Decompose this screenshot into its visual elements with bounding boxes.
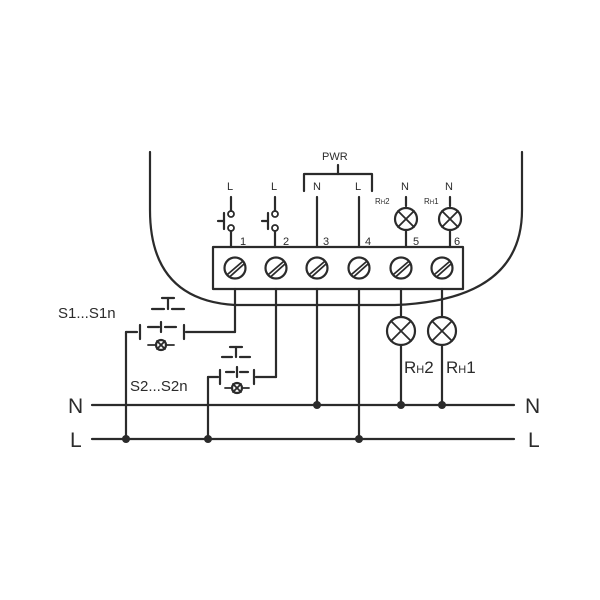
device-housing [148, 150, 524, 307]
top-lamp-rh1-n-label: N [445, 181, 453, 193]
terminal-screw-4 [347, 256, 371, 280]
junction-dot [122, 435, 130, 443]
top-lamp-rh2-label: RH2 [375, 197, 390, 206]
junction-dot [355, 435, 363, 443]
terminal-block [211, 245, 465, 291]
terminal-screw-1 [223, 256, 247, 280]
bus-n-right: N [525, 395, 540, 418]
junction-dot [438, 401, 446, 409]
terminal-numbers: 1 2 3 4 5 6 [240, 236, 460, 248]
terminal-screws [223, 256, 454, 280]
external-lamp-rh1: RH1 [426, 287, 476, 407]
terminal-number-5: 5 [413, 236, 419, 248]
junction-dot [204, 435, 212, 443]
pwr-n-label: N [313, 181, 321, 193]
terminal-number-4: 4 [365, 236, 371, 248]
top-lamp-rh2-n-label: N [401, 181, 409, 193]
terminal-screw-5 [389, 256, 413, 280]
junction-dot [397, 401, 405, 409]
switch-group-s2-label: S2...S2n [130, 378, 188, 395]
bus-n-left: N [68, 395, 83, 418]
switch-group-s1-label: S1...S1n [58, 305, 116, 322]
top-lamp-rh2: N RH2 [375, 181, 419, 249]
switch-group-s1: S1...S1n [58, 287, 237, 441]
terminal-number-3: 3 [323, 236, 329, 248]
junction-dots [122, 401, 446, 443]
terminal-number-6: 6 [454, 236, 460, 248]
terminal-screw-6 [430, 256, 454, 280]
terminal-number-1: 1 [240, 236, 246, 248]
bus-l-left: L [70, 429, 82, 452]
top-lamp-rh1-label: RH1 [424, 197, 439, 206]
top-lamp-rh1: N RH1 [424, 181, 463, 249]
terminal-screw-3 [305, 256, 329, 280]
internal-input-1: L [216, 181, 235, 249]
bus-lines: N N L L [68, 395, 540, 452]
external-lamp-rh2: RH2 [385, 287, 434, 407]
switch-group-s2: S2...S2n [130, 287, 278, 441]
terminal-screw-2 [264, 256, 288, 280]
power-supply: PWR N L [302, 151, 374, 249]
internal-input-2: L [260, 181, 279, 249]
terminal-number-2: 2 [283, 236, 289, 248]
external-lamp-rh1-label: RH1 [446, 358, 476, 377]
input-1-label: L [227, 181, 233, 193]
junction-dot [313, 401, 321, 409]
pwr-l-label: L [355, 181, 361, 193]
external-lamp-rh2-label: RH2 [404, 358, 434, 377]
bus-l-right: L [528, 429, 540, 452]
input-2-label: L [271, 181, 277, 193]
pwr-label: PWR [322, 151, 348, 163]
